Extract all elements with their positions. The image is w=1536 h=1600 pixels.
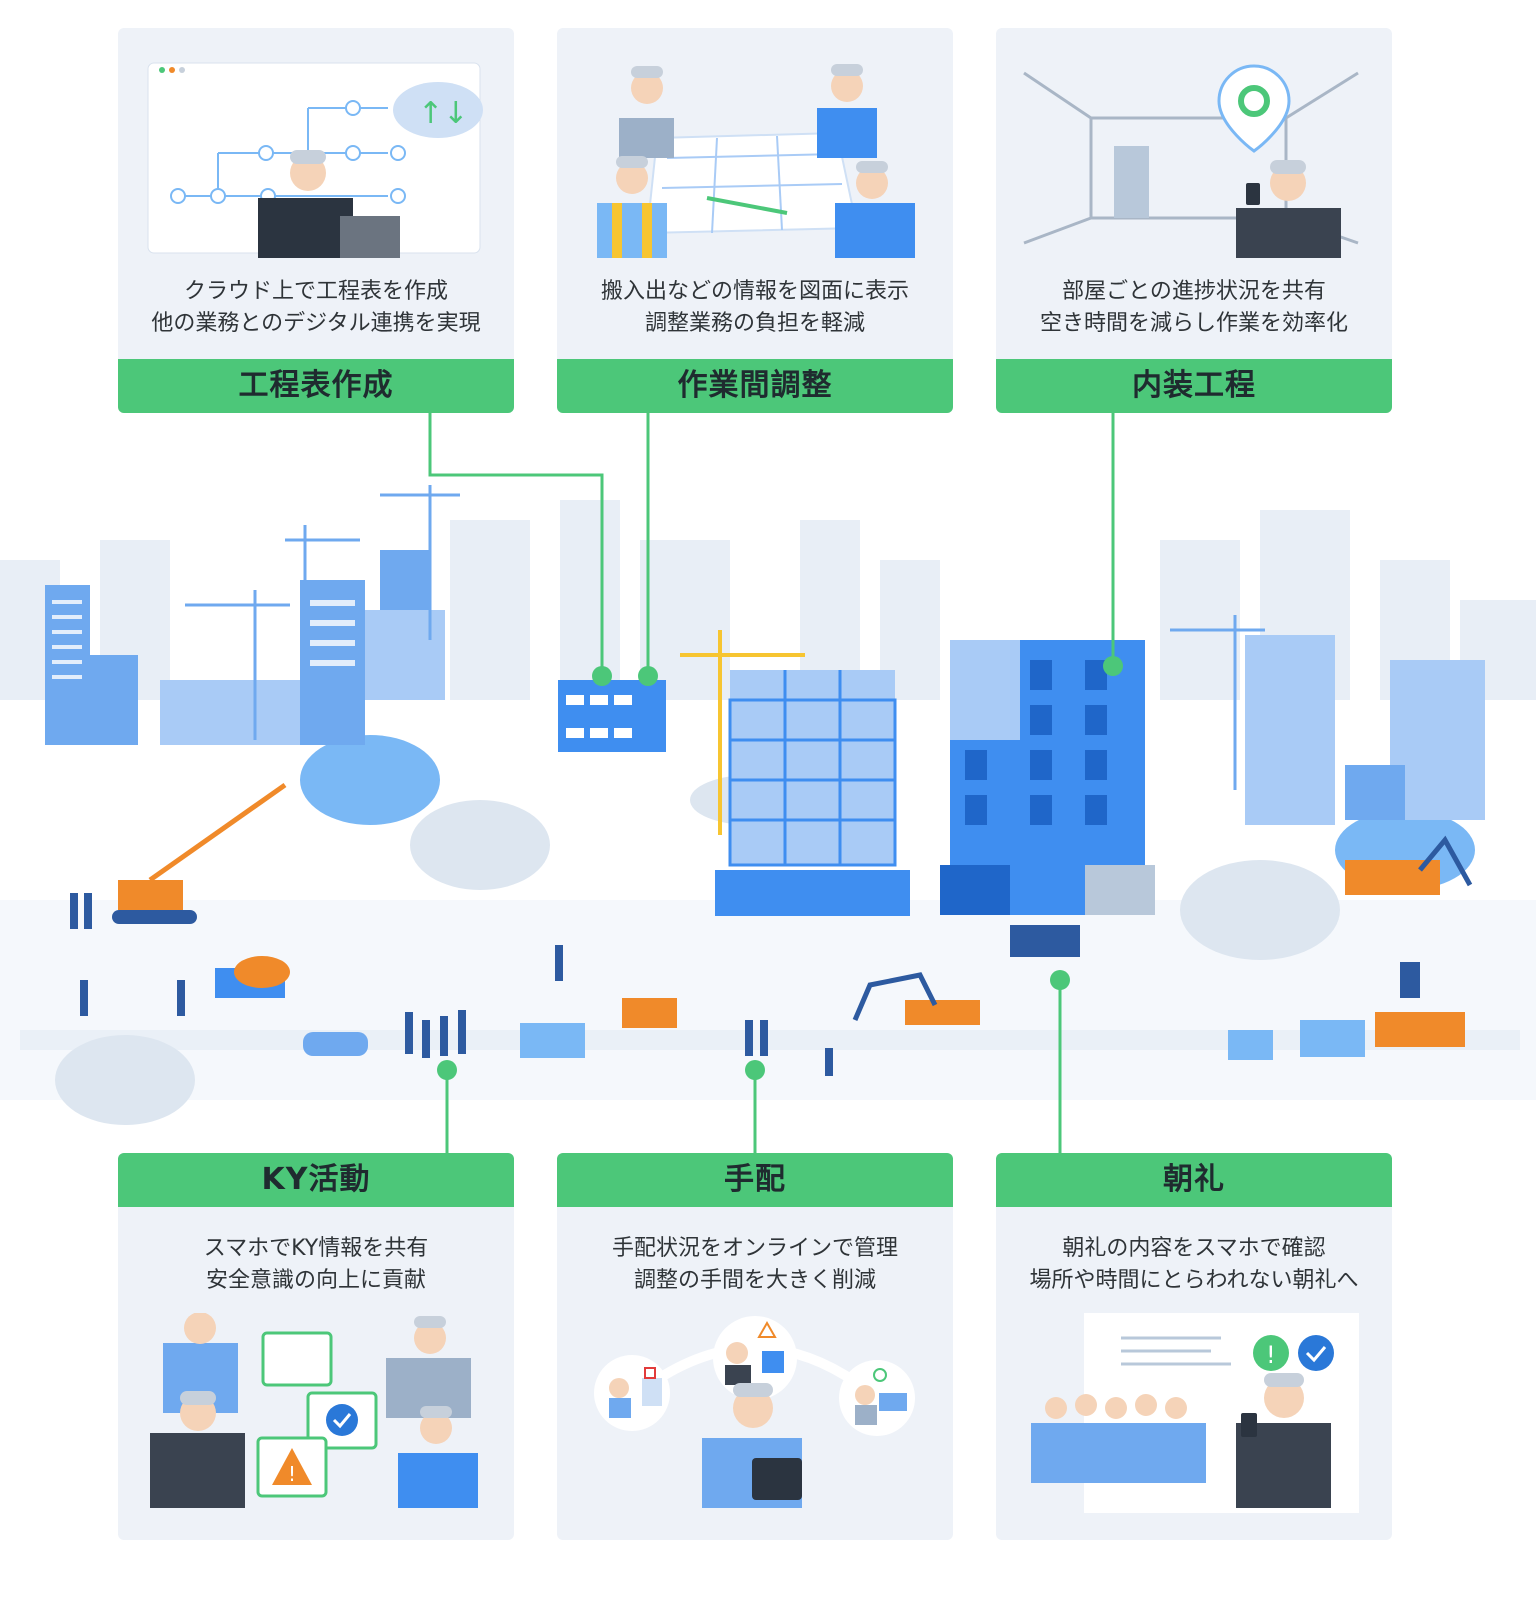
card-coordination: 搬入出などの情報を図面に表示 調整業務の負担を軽減 作業間調整: [557, 28, 953, 413]
card-coordination-title: 作業間調整: [557, 359, 953, 413]
card-arrangement-title: 手配: [557, 1153, 953, 1207]
svg-text:!: !: [288, 1462, 296, 1486]
card-morning-meeting-description: 朝礼の内容をスマホで確認 場所や時間にとらわれない朝礼へ: [1029, 1236, 1359, 1293]
card-morning-meeting-title: 朝礼: [996, 1153, 1392, 1207]
card-morning-meeting: 朝礼 朝礼の内容をスマホで確認 場所や時間にとらわれない朝礼へ !: [996, 1153, 1392, 1540]
card-interior-title: 内装工程: [996, 359, 1392, 413]
card-interior: 部屋ごとの進捗状況を共有 空き時間を減らし作業を効率化 内装工程: [996, 28, 1392, 413]
cloud-sync-icon: ↑↓: [147, 62, 483, 258]
card-schedule-title: 工程表作成: [118, 359, 514, 413]
svg-text:!: !: [1266, 1341, 1276, 1369]
card-schedule: ↑↓ クラウド上で工程表を作成 他の業務とのデジタル連携を実現 工程表作成: [118, 28, 514, 413]
card-schedule-description: クラウド上で工程表を作成 他の業務とのデジタル連携を実現: [151, 279, 481, 336]
card-coordination-description: 搬入出などの情報を図面に表示 調整業務の負担を軽減: [600, 279, 909, 336]
warning-icon: !: [150, 1313, 478, 1508]
check-icon: !: [1031, 1313, 1359, 1513]
card-ky-activity-description: スマホでKY情報を共有 安全意識の向上に貢献: [203, 1236, 429, 1293]
svg-text:↑↓: ↑↓: [418, 96, 468, 131]
card-ky-activity: KY活動 スマホでKY情報を共有 安全意識の向上に貢献 !: [118, 1153, 514, 1540]
blueprint-icon: [597, 64, 915, 258]
location-pin-icon: [1023, 64, 1359, 258]
card-interior-description: 部屋ごとの進捗状況を共有 空き時間を減らし作業を効率化: [1039, 279, 1348, 336]
card-ky-activity-title: KY活動: [118, 1153, 514, 1207]
truck-icon: [594, 1316, 915, 1508]
card-arrangement: 手配 手配状況をオンラインで管理 調整の手間を大きく削減: [557, 1153, 953, 1540]
card-arrangement-description: 手配状況をオンラインで管理 調整の手間を大きく削減: [611, 1236, 898, 1293]
